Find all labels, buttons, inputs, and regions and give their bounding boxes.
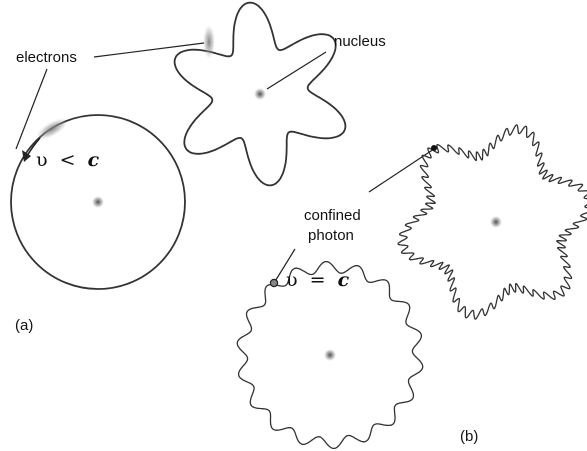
equation-a-rhs: c: [88, 149, 100, 171]
circular-orbit: [10, 114, 186, 290]
photon-marker-top: [431, 145, 437, 151]
nucleus-dot-wavy-star: [490, 216, 502, 228]
electron-cloud-circle: [36, 118, 68, 140]
equation-a: υ < c: [36, 149, 100, 171]
equation-b-lhs: υ: [286, 269, 298, 291]
equation-a-op: <: [60, 149, 76, 171]
photon-marker-bottom: [269, 278, 279, 288]
equation-b: υ = c: [286, 269, 350, 291]
equation-b-rhs: c: [338, 269, 350, 291]
photon-pointer-bottom: [273, 248, 296, 284]
nucleus-label: nucleus: [334, 33, 386, 50]
wavy-circle-orbit: [236, 260, 424, 450]
star-orbit: [173, 1, 347, 187]
electrons-pointer-1: [93, 42, 205, 58]
confined-label: confined: [304, 207, 361, 224]
nucleus-dot-wavy-circle: [324, 349, 336, 361]
photon-pointer-top: [368, 148, 435, 193]
panel-a-label: (a): [15, 317, 33, 334]
electrons-pointer-2: [15, 68, 48, 150]
nucleus-dot-a: [92, 196, 104, 208]
equation-a-lhs: υ: [36, 149, 48, 171]
electrons-label: electrons: [16, 49, 77, 66]
nucleus-pointer: [266, 51, 327, 90]
wavy-star-orbit: [397, 124, 587, 320]
panel-b-label: (b): [460, 428, 478, 445]
equation-b-op: =: [310, 269, 326, 291]
electron-cloud-star: [203, 25, 215, 59]
motion-arrowhead: [22, 150, 31, 162]
nucleus-dot-star: [254, 88, 266, 100]
photon-label: photon: [308, 227, 354, 244]
